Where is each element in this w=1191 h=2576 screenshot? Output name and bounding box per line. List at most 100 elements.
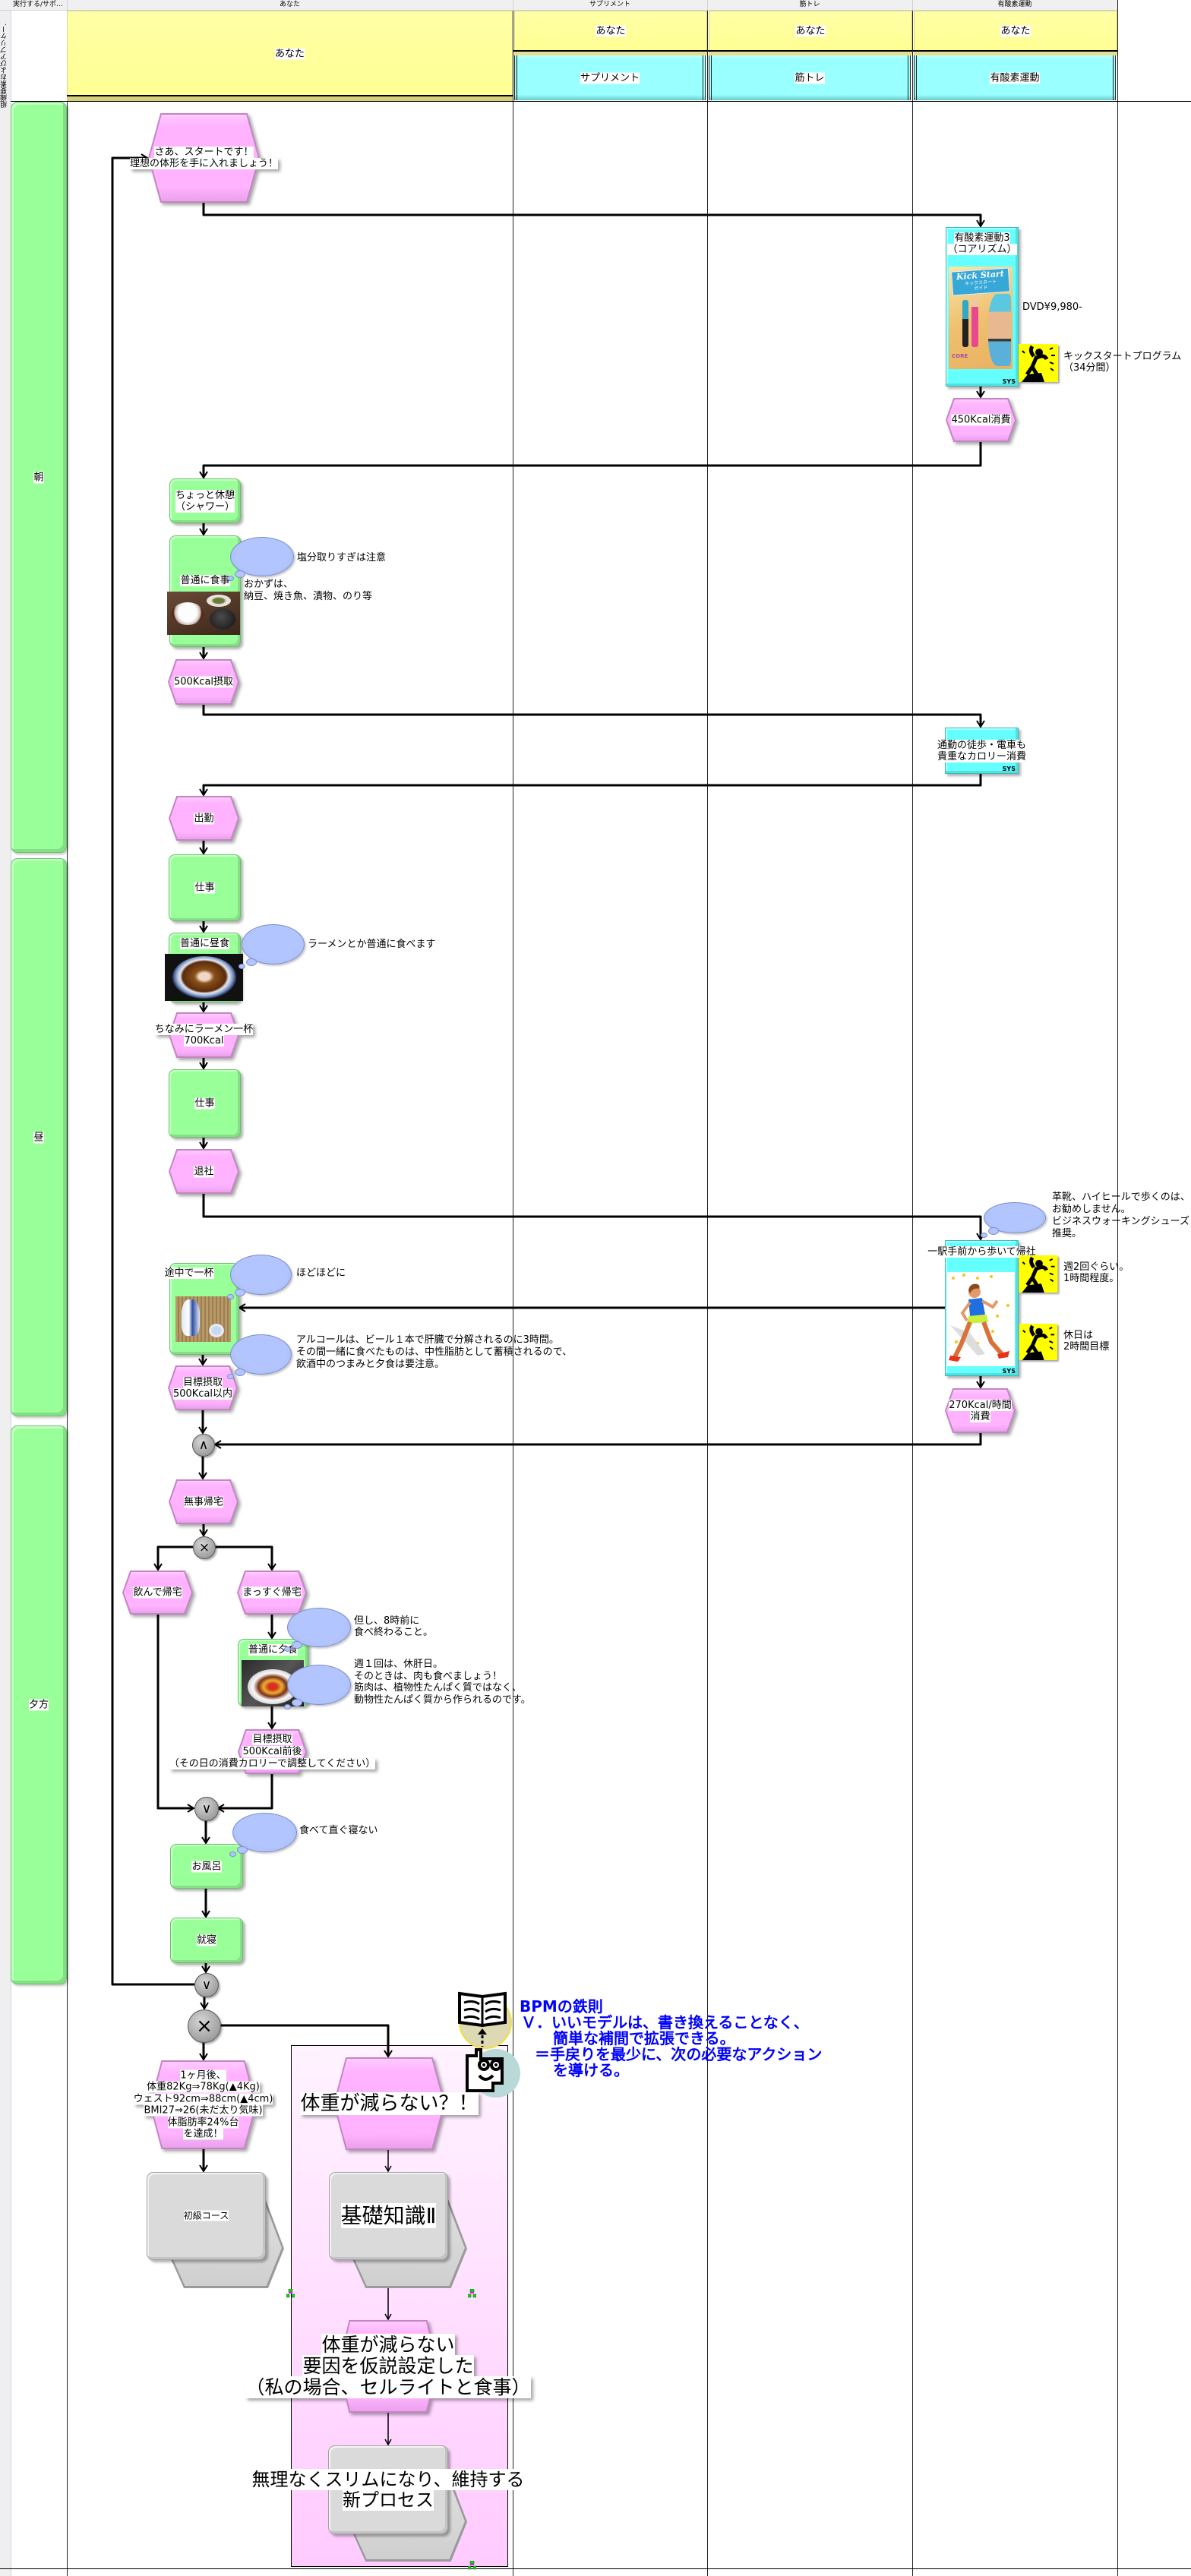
interface-label: 基礎知識Ⅱ (223, 2203, 554, 2228)
lane-noon[interactable]: 昼 (11, 858, 67, 1416)
event-burn-450[interactable]: 450Kcal消費 (946, 398, 1016, 442)
system-header-label: サプリメント (517, 72, 703, 84)
event-label: 450Kcal消費 (839, 414, 1123, 426)
column-title-aerobic: 有酸素運動 (997, 1, 1032, 8)
role-name: あなた (274, 48, 305, 59)
system-header-strength[interactable]: 筋トレ (709, 55, 911, 100)
comment-bubble-icon[interactable] (229, 1813, 297, 1857)
role-header-aerobic[interactable]: あなた (914, 11, 1117, 51)
sake-bottle (182, 1299, 200, 1336)
event-not-losing-weight[interactable]: 体重が減らない？！ (300, 2057, 479, 2150)
system-commute[interactable]: 通勤の徒歩・電車も 貴重なカロリー消費 SYS (937, 728, 1026, 774)
interface-text: 初級コース (183, 2210, 229, 2221)
system-label: 有酸素運動3 （コアリズム） (840, 232, 1124, 255)
bpm-rule-line: を導ける。 (553, 2061, 629, 2079)
lane-name: 昼 (33, 1132, 44, 1143)
function-work-2[interactable]: 仕事 (169, 1069, 241, 1138)
function-text: 普通に昼食 (179, 938, 229, 949)
event-label: 体重が減らない 要因を仮説設定した （私の場合、セルライトと食事） (232, 2334, 545, 2398)
connector-500-to-commute (202, 705, 985, 728)
event-burn-270[interactable]: 270Kcal/時間 消費 (945, 1388, 1016, 1433)
note-alcohol: アルコールは、ビール１本で肝臓で分解されるのに3時間。 その間一緒に食べたものは… (296, 1334, 573, 1370)
role-name: あなた (795, 25, 826, 36)
lane-label: 朝 (11, 472, 66, 483)
function-sleep[interactable]: 就寝 (170, 1918, 243, 1963)
function-normal-lunch[interactable]: 普通に昼食 (165, 933, 243, 1002)
event-start[interactable]: さあ、スタートです！ 理想の体形を手に入れましょう！ (129, 113, 278, 203)
comment-bubble-icon[interactable] (227, 1334, 292, 1379)
event-result-1month[interactable]: 1ヶ月後、 体重82Kg⇒78Kg(▲4Kg) ウェスト92cm⇒88cm(▲4… (133, 2060, 273, 2149)
lane-evening[interactable]: 夕方 (11, 1425, 67, 1984)
interface-text: 無理なくスリムになり、維持する 新プロセス (251, 2468, 525, 2511)
comment-bubble-icon[interactable] (284, 1665, 351, 1709)
comment-bubble-icon[interactable] (239, 924, 305, 969)
event-text: まっすぐ帰宅 (242, 1586, 302, 1599)
or-gate-loop[interactable]: ∨ (194, 1973, 219, 1997)
connection-marker-icon[interactable] (468, 2289, 476, 2298)
row-title-bar: 組織要素およびアプリケー... (0, 10, 11, 2576)
header-shadow (67, 96, 513, 101)
lane-morning[interactable]: 朝 (11, 102, 67, 853)
xor-gate[interactable]: × (193, 1536, 216, 1559)
header-shadow (914, 52, 1117, 55)
process-interface-new-process[interactable]: 無理なくスリムになり、維持する 新プロセス (251, 2445, 525, 2562)
event-home-safe[interactable]: 無事帰宅 (169, 1479, 239, 1524)
system-header-aerobic[interactable]: 有酸素運動 (914, 55, 1116, 100)
exercise-person-icon[interactable] (1019, 344, 1058, 382)
system-badge: SYS (1002, 766, 1016, 772)
exercise-person-icon[interactable] (1019, 1255, 1058, 1293)
comment-bubble-icon[interactable] (981, 1202, 1046, 1238)
role-header-supplement[interactable]: あなた (514, 11, 707, 51)
event-home-direct[interactable]: まっすぐ帰宅 (237, 1571, 307, 1615)
note-shoes: 革靴、ハイヒールで歩くのは、 お勧めしません。 ビジネスウォーキングシューズ 推… (1052, 1192, 1190, 1239)
system-core-rhythm[interactable]: 有酸素運動3 （コアリズム） Kick Start キックスタート ガイド CO… (946, 227, 1019, 387)
role-header-main[interactable]: あなた (67, 11, 513, 96)
system-text: 通勤の徒歩・電車も 貴重なカロリー消費 (937, 739, 1026, 762)
dvd-price-label: DVD¥9,980- (1022, 301, 1082, 313)
lane-name: 夕方 (28, 1699, 49, 1711)
connector-drink-home-to-or (156, 1615, 195, 1813)
event-label: 1ヶ月後、 体重82Kg⇒78Kg(▲4Kg) ウェスト92cm⇒88cm(▲4… (43, 2069, 363, 2140)
dvd-model-figure (988, 294, 1011, 366)
dvd-dancer-figure (962, 300, 968, 347)
system-walk-station[interactable]: 一駅手前から歩いて帰社 SYS (927, 1240, 1036, 1376)
event-text: 体重が減らない 要因を仮説設定した （私の場合、セルライトと食事） (245, 2334, 531, 2398)
system-header-supplement[interactable]: サプリメント (514, 55, 706, 100)
note-side-dishes: おかずは、 納豆、焼き魚、漬物、のり等 (244, 579, 373, 602)
event-target-intake-2[interactable]: 目標摂取 500Kcal前後 （その日の消費カロリーで調整してください） (169, 1729, 376, 1774)
role-header-strength[interactable]: あなた (709, 11, 912, 51)
process-interface-basics-2[interactable]: 基礎知識Ⅱ (329, 2172, 467, 2288)
column-separator (707, 0, 708, 10)
event-leave-work[interactable]: 退社 (169, 1149, 239, 1194)
event-go-to-work[interactable]: 出勤 (169, 796, 239, 841)
event-text: 目標摂取 500Kcal以内 (172, 1376, 233, 1400)
or-gate[interactable]: ∨ (194, 1797, 219, 1821)
exercise-person-icon[interactable] (1019, 1324, 1058, 1360)
connector-leave-to-walk (202, 1194, 985, 1241)
xor-symbol: × (198, 1539, 210, 1555)
function-short-break[interactable]: ちょっと休憩 （シャワー） (169, 478, 241, 523)
event-hypothesis[interactable]: 体重が減らない 要因を仮説設定した （私の場合、セルライトと食事） (245, 2320, 531, 2413)
function-work-1[interactable]: 仕事 (169, 854, 241, 921)
event-intake-500[interactable]: 500Kcal摂取 (168, 659, 239, 705)
comment-bubble-icon[interactable] (227, 537, 294, 581)
function-text: ちょっと休憩 （シャワー） (175, 489, 235, 513)
xor-gate-review[interactable]: × (188, 2009, 221, 2043)
column-title-strength: 筋トレ (799, 1, 820, 8)
comment-bubble-icon[interactable] (284, 1608, 351, 1652)
connection-marker-icon[interactable] (286, 2289, 295, 2298)
lane-label: 昼 (11, 1132, 66, 1143)
and-gate[interactable]: ∧ (192, 1434, 215, 1457)
column-title-bar: 実行する/サポ... あなた サプリメント 筋トレ 有酸素運動 (0, 0, 1117, 11)
connector-450-to-break (199, 442, 982, 479)
comment-bubble-icon[interactable] (227, 1255, 292, 1299)
system-name: 筋トレ (795, 72, 825, 84)
event-target-intake-1[interactable]: 目標摂取 500Kcal以内 (168, 1365, 238, 1410)
process-interface-beginner-course[interactable]: 初級コース (147, 2172, 284, 2288)
note-salt: 塩分取りすぎは注意 (297, 552, 387, 564)
event-label: 体重が減らない？！ (227, 2092, 551, 2115)
function-drink-on-way[interactable]: 途中で一杯 (164, 1263, 239, 1355)
connection-marker-icon[interactable] (468, 2561, 476, 2570)
event-ramen-kcal[interactable]: ちなみにラーメン一杯 700Kcal (154, 1012, 254, 1058)
function-bath[interactable]: お風呂 (170, 1844, 243, 1889)
